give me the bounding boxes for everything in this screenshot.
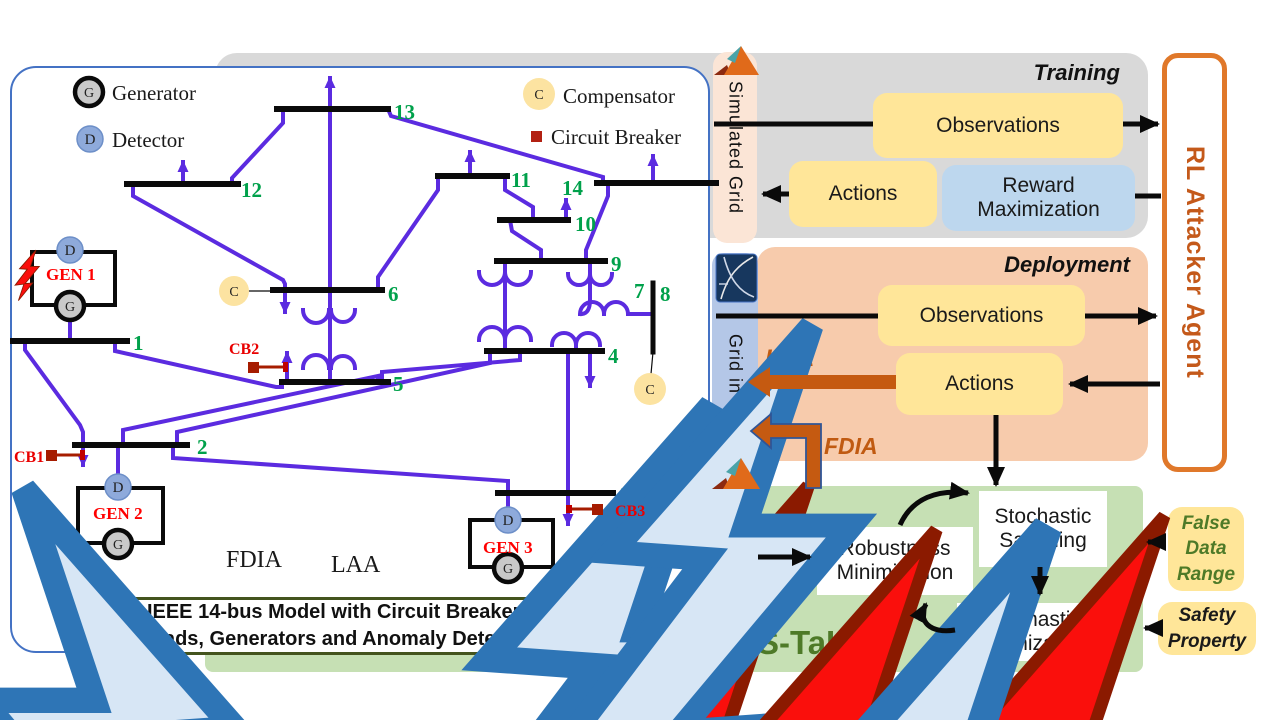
ieee14-panel: [10, 66, 710, 653]
sampling-line1: Stochastic: [994, 505, 1092, 529]
false-data-range-box: False Data Range: [1168, 507, 1244, 591]
false-data-line2: Data: [1185, 538, 1227, 560]
stochastic-optimization-box: Stochastic optimization: [957, 603, 1108, 661]
diagram-caption: IEEE 14-bus Model with Circuit Breakers,…: [107, 597, 577, 655]
caption-line2: Loads, Generators and Anomaly Detectors: [139, 628, 545, 650]
training-actions-box: Actions: [789, 161, 937, 227]
rl-attacker-agent-box: RL Attacker Agent: [1162, 53, 1227, 472]
robustness-minimization-box: Robustness Minimization: [817, 527, 973, 595]
simulated-grid-label-bottom-text: Simulated Grid: [725, 506, 746, 641]
reward-line2: Maximization: [977, 198, 1100, 221]
false-data-line1: False: [1181, 512, 1231, 534]
training-observations-box: Observations: [873, 93, 1123, 158]
reward-maximization-box: Reward Maximization: [942, 165, 1135, 231]
safety-property-box: Safety Property: [1158, 602, 1256, 655]
rl-attacker-agent-text: RL Attacker Agent: [1181, 146, 1209, 379]
staliro-title: S-TaLiRo: [757, 624, 900, 661]
simulated-grid-label-top-text: Simulated Grid: [725, 80, 746, 215]
grid-in-hil-label: Grid in HIL: [712, 253, 758, 467]
deployment-observations-box: Observations: [878, 285, 1085, 346]
deployment-actions-box: Actions: [896, 353, 1063, 415]
robustness-line2: Minimization: [836, 561, 954, 584]
simulated-grid-label-top: Simulated Grid: [713, 52, 757, 243]
robustness-line1: Robustness: [839, 537, 951, 561]
optimization-line1: Stochastic: [984, 608, 1081, 632]
sampling-line2: Sampling: [999, 529, 1087, 552]
fdia-arrow-label: FDIA: [824, 433, 878, 459]
laa-arrow-label: LAA: [765, 345, 815, 372]
deployment-title: Deployment: [1004, 252, 1130, 277]
safety-line1: Safety: [1178, 604, 1236, 626]
training-title: Training: [1033, 60, 1120, 85]
false-data-line3: Range: [1176, 563, 1236, 585]
grid-in-hil-label-text: Grid in HIL: [725, 334, 746, 432]
simulated-grid-label-bottom: Simulated Grid: [713, 477, 757, 670]
reward-line1: Reward: [1002, 174, 1075, 198]
optimization-line2: optimization: [976, 632, 1089, 655]
stochastic-sampling-box: Stochastic Sampling: [979, 491, 1107, 567]
safety-line2: Property: [1167, 630, 1247, 652]
caption-line1: IEEE 14-bus Model with Circuit Breakers,: [146, 601, 538, 623]
